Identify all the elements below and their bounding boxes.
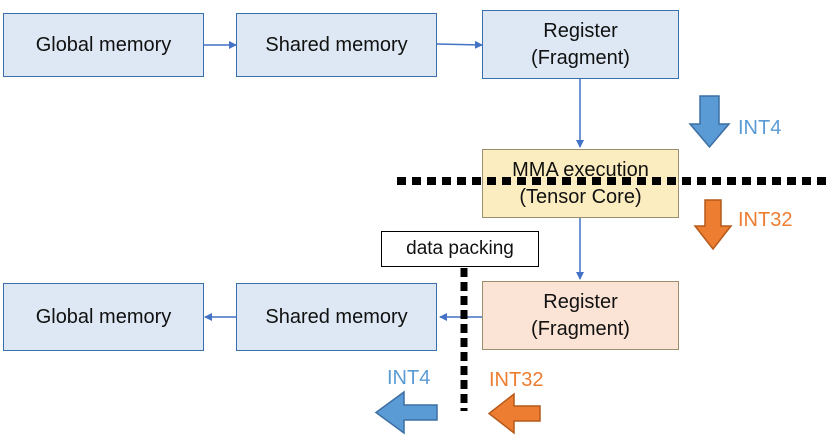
fragment-label-top: (Fragment) (531, 46, 630, 69)
tensor-core-label: (Tensor Core) (519, 185, 642, 208)
register-box-bottom: Register (Fragment) (482, 281, 679, 350)
data-packing-box: data packing (381, 231, 539, 267)
int32-bottom-label: INT32 (489, 369, 544, 391)
shared-memory-label-top: Shared memory (265, 33, 408, 56)
int4-left-arrow (374, 390, 438, 435)
shared-memory-box-top: Shared memory (236, 13, 437, 77)
int4-down-arrow (688, 95, 731, 149)
mma-execution-label: MMA execution (512, 158, 649, 181)
shared-memory-box-bottom: Shared memory (236, 283, 437, 351)
register-box-top: Register (Fragment) (482, 10, 679, 79)
register-label-bottom: Register (543, 290, 618, 313)
int32-left-arrow (487, 392, 541, 435)
global-memory-box-top: Global memory (3, 13, 204, 77)
fragment-label-bottom: (Fragment) (531, 317, 630, 340)
global-memory-box-bottom: Global memory (3, 283, 204, 351)
register-label-top: Register (543, 19, 618, 42)
global-memory-label-top: Global memory (35, 33, 172, 56)
shared-memory-label-bottom: Shared memory (265, 305, 408, 328)
int4-bottom-label: INT4 (387, 367, 431, 389)
int4-top-label: INT4 (738, 117, 782, 139)
data-packing-label: data packing (406, 238, 514, 260)
arrow-shared-to-register (436, 40, 483, 49)
int32-top-label: INT32 (738, 209, 793, 231)
mma-execution-box: MMA execution (Tensor Core) (482, 149, 679, 218)
global-memory-label-bottom: Global memory (35, 305, 172, 328)
int32-down-arrow (693, 199, 733, 251)
